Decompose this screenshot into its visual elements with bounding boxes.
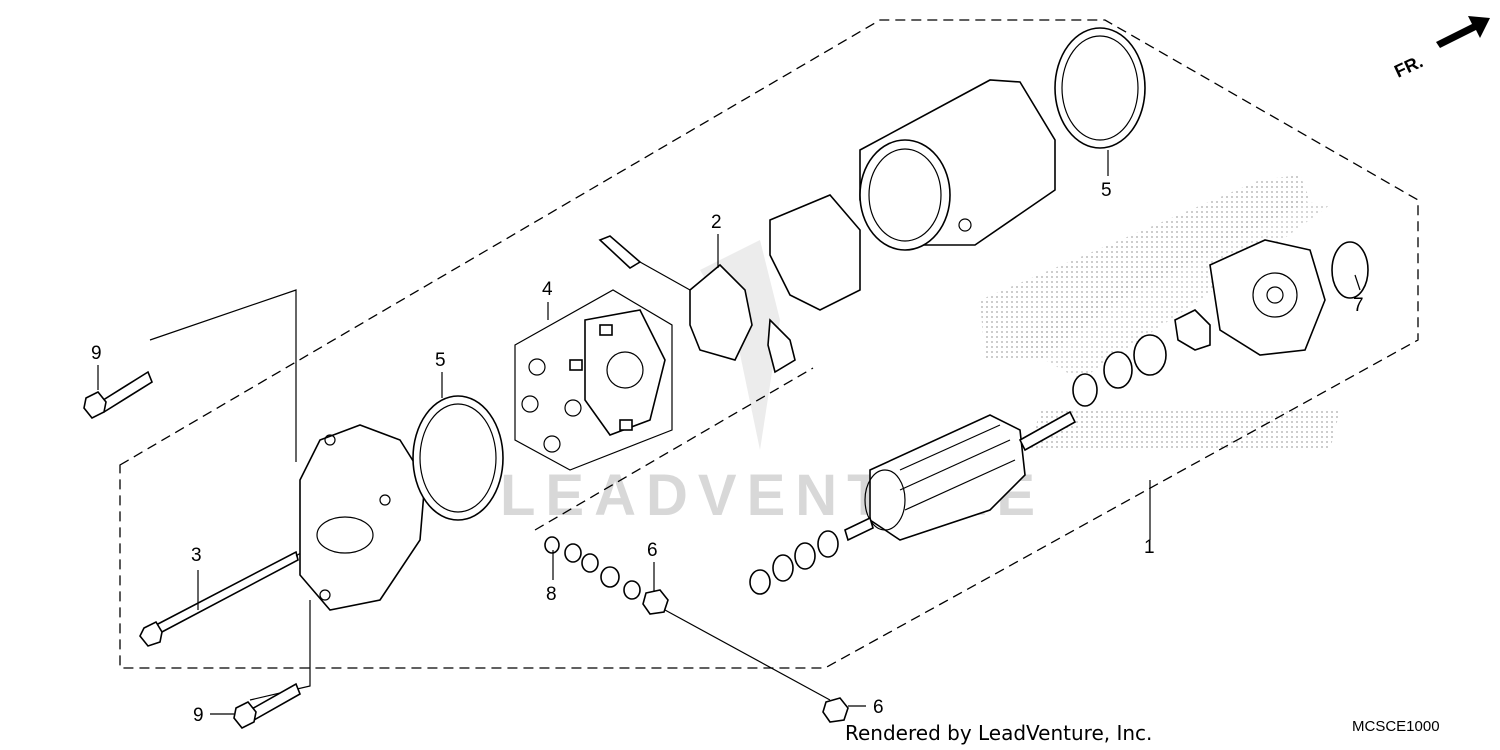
front-cover-bracket (149, 289, 311, 701)
assembly-outline (119, 19, 1419, 669)
callout-6-lower: 6 (873, 697, 884, 718)
fr-label: FR. (1391, 51, 1426, 81)
brush-holder-assembly (521, 309, 666, 453)
through-bolt (139, 481, 411, 647)
diagram-code: MCSCE1000 (1352, 718, 1440, 735)
callout-1: 1 (1144, 537, 1155, 558)
front-washers (749, 530, 839, 595)
callout-9-upper: 9 (91, 343, 102, 364)
callout-2: 2 (711, 212, 722, 233)
callout-6-upper: 6 (647, 540, 658, 561)
o-ring-left (412, 395, 504, 521)
fr-arrow-icon (1436, 16, 1490, 48)
front-direction-marker: FR. (1391, 16, 1490, 82)
honda-wing-watermark (980, 175, 1340, 450)
brush-plate (689, 263, 796, 374)
callout-3: 3 (191, 545, 202, 566)
brush-holder-outline (514, 289, 673, 471)
armature (844, 410, 1077, 542)
callout-5-left: 5 (435, 350, 446, 371)
front-cover (299, 424, 426, 611)
terminal-bolt (598, 235, 691, 291)
callout-9-lower: 9 (193, 705, 204, 726)
terminal-hardware (544, 536, 849, 723)
leader-lines (97, 150, 1361, 715)
bolt-upper (83, 370, 153, 420)
rear-washers (1072, 309, 1211, 407)
render-credit: Rendered by LeadVenture, Inc. (845, 721, 1152, 745)
o-ring-small (1331, 241, 1369, 299)
callout-4: 4 (542, 279, 553, 300)
armature-group-outline (534, 367, 814, 531)
callout-5-right: 5 (1101, 180, 1112, 201)
o-ring-right (1054, 27, 1146, 149)
insulator-ring (769, 194, 861, 311)
yoke-housing (859, 79, 1056, 251)
callout-7: 7 (1353, 295, 1364, 316)
bolt-lower (233, 682, 302, 730)
callout-8: 8 (546, 584, 557, 605)
rear-cover (1209, 239, 1326, 356)
